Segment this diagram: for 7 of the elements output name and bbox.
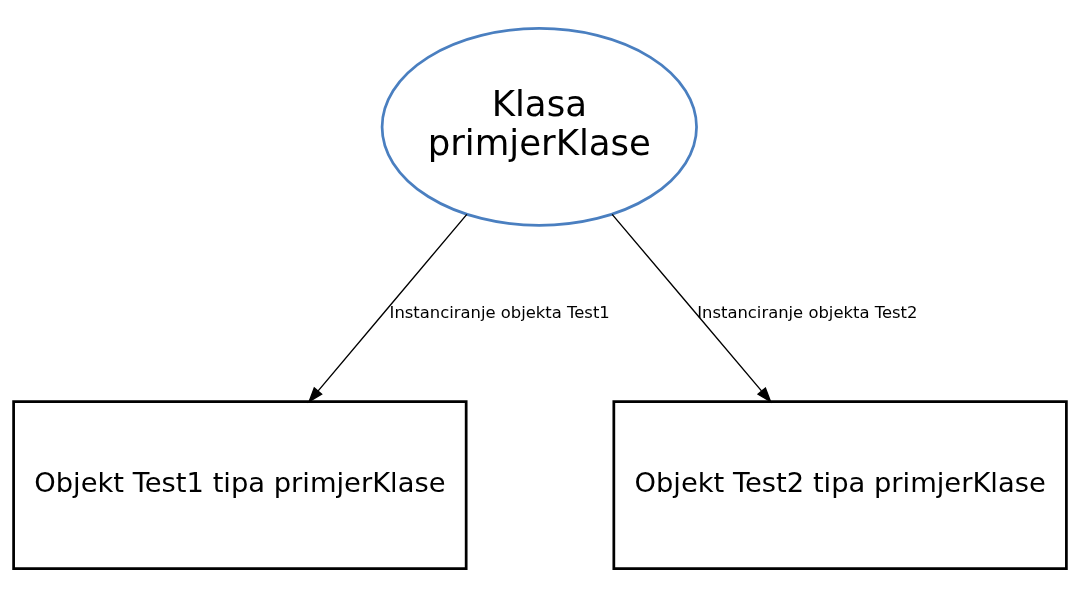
edge-label: Instanciranje objekta Test2 [697, 302, 918, 322]
arrow [307, 213, 468, 403]
arrow [611, 213, 772, 403]
edge-label: Instanciranje objekta Test1 [389, 302, 610, 322]
node-box: Objekt Test2 tipa primjerKlase [612, 399, 1068, 570]
node-box: Objekt Test1 tipa primjerKlase [12, 399, 468, 570]
node-ellipse: Klasa primjerKlase [380, 26, 698, 227]
